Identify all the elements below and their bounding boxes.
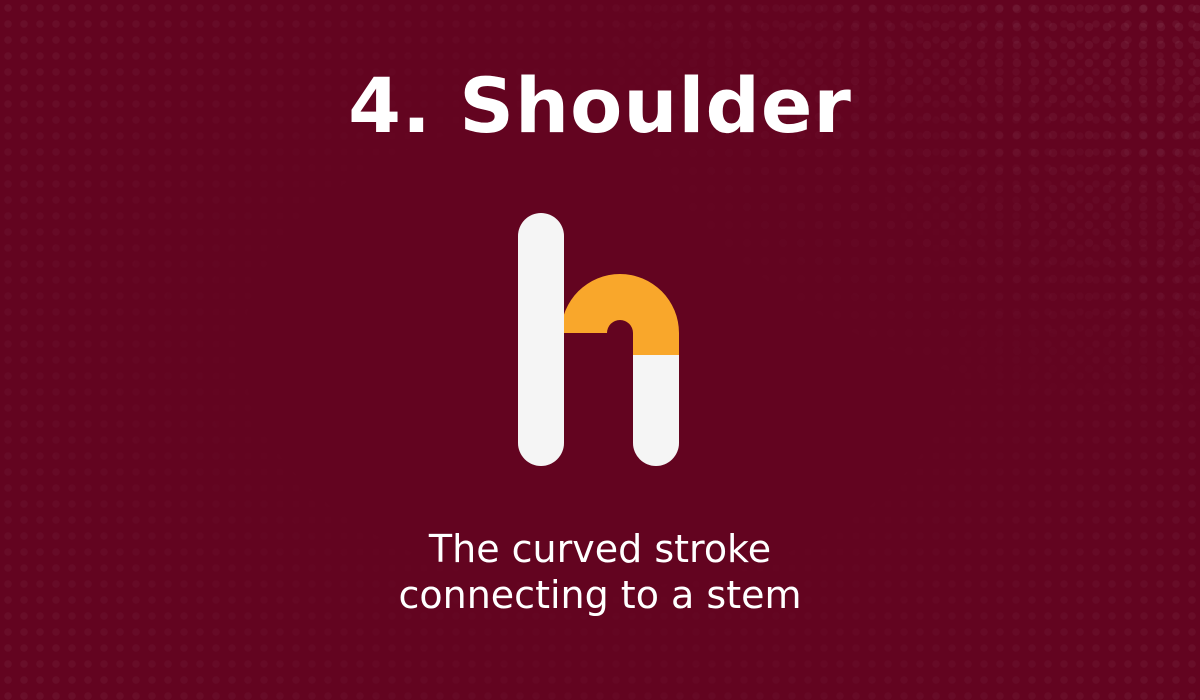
- caption-line-2: connecting to a stem: [398, 573, 802, 617]
- right-stem: [633, 355, 679, 466]
- left-stem: [518, 213, 564, 466]
- caption: The curved stroke connecting to a stem: [0, 526, 1200, 618]
- caption-line-1: The curved stroke: [428, 527, 772, 571]
- shoulder-stroke: [561, 274, 679, 355]
- letter-h-shoulder-icon: [518, 213, 679, 466]
- page-title: 4. Shoulder: [348, 61, 852, 150]
